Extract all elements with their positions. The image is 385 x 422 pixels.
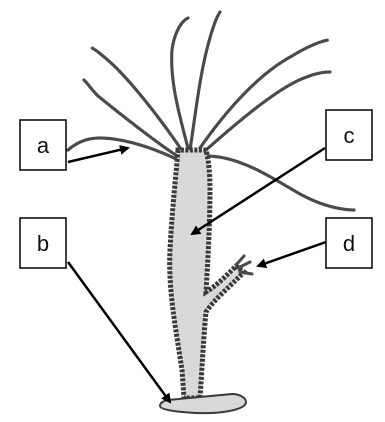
label-d-text: d [343,231,355,256]
label-a-text: a [37,133,50,158]
tentacle-6 [200,40,328,148]
label-box-a: a [20,120,66,170]
tentacle-7 [206,72,330,150]
hydra-body [170,150,244,398]
tentacle-4 [84,80,180,158]
arrow-d [258,242,326,266]
basal-disc [160,394,246,413]
label-box-b: b [20,218,66,268]
tentacle-8 [206,156,355,210]
label-box-c: c [326,110,372,160]
label-b-text: b [37,231,49,256]
label-box-d: d [326,218,372,268]
tentacle-1 [172,18,188,148]
tentacle-3 [92,48,183,152]
label-c-text: c [344,123,355,148]
arrow-a [68,148,128,162]
bud-tentacle-2 [240,272,252,274]
arrow-b [68,262,170,402]
arrow-c [192,148,325,234]
bud-tentacle-3 [236,256,244,265]
